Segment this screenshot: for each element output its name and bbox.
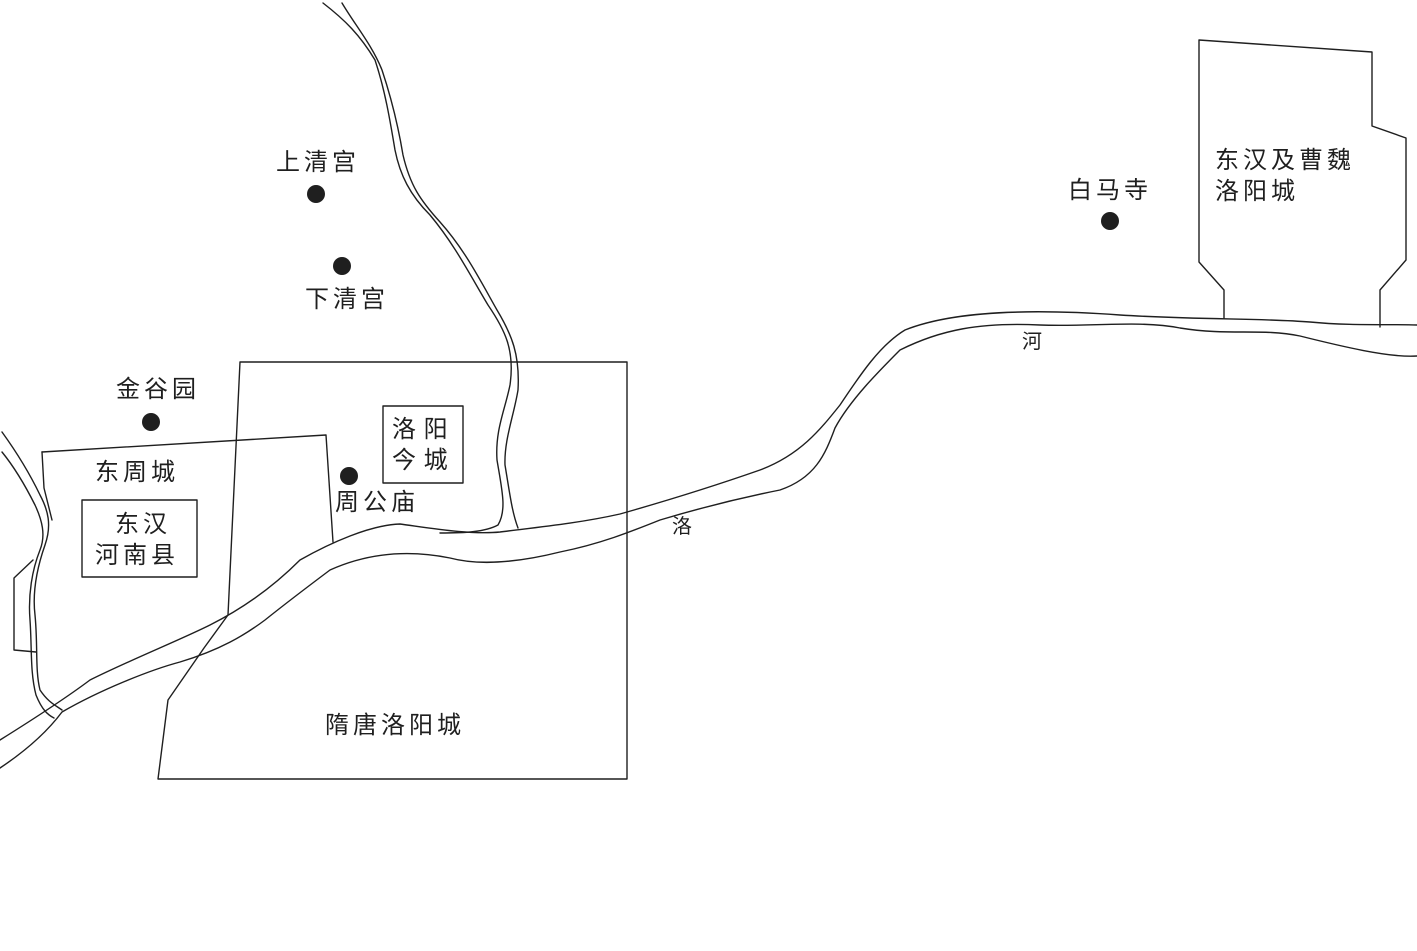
label-shangqinggong: 上清宫 [276,148,360,176]
label-zhougongmiao: 周公庙 [335,488,419,516]
site-dot-shangqinggong [307,185,325,203]
site-dot-baimasi [1101,212,1119,230]
label-donghan-henanxian-line1: 东汉 [115,510,171,538]
luoyang-jincheng-box [382,405,464,484]
label-donghan-caowei-line1: 东汉及曹魏 [1215,146,1355,174]
label-donghan-henanxian-line2: 河南县 [95,540,179,569]
label-baimasi: 白马寺 [1068,176,1152,204]
label-river-luo: 洛 [672,514,692,538]
donghan-caowei-city-boundary [1198,39,1407,328]
west-tributary-bank-a [1,431,63,711]
donghan-henan-box [81,499,198,578]
suitang-city-boundary [157,361,628,780]
luo-river-south-bank [0,323,1417,769]
label-donghan-henanxian: 东汉 河南县 [95,509,205,570]
label-jinguyuan: 金谷园 [116,375,200,403]
north-tributary-east-bank [341,2,520,529]
label-xiaqinggong: 下清宫 [305,285,389,313]
label-suitang-luoyangcheng: 隋唐洛阳城 [325,711,465,739]
label-donghan-caowei-luoyangcheng: 东汉及曹魏 洛阳城 [1215,145,1395,206]
site-dot-jinguyuan [142,413,160,431]
dongzhou-city-west-stub [13,559,37,653]
label-dongzhoucheng: 东周城 [95,458,179,486]
label-luoyang-jincheng-line2: 今 城 [392,445,448,474]
west-tributary-bank-b [1,451,55,719]
site-dot-zhougongmiao [340,467,358,485]
label-donghan-caowei-line2: 洛阳城 [1215,176,1299,205]
luo-river-north-bank [0,311,1417,741]
dongzhou-city-west-wall [41,451,53,521]
site-dot-xiaqinggong [333,257,351,275]
label-river-he: 河 [1022,329,1042,353]
north-tributary-west-bank [322,2,512,534]
label-luoyang-jincheng-line1: 洛 阳 [392,415,448,443]
label-luoyang-jincheng: 洛 阳 今 城 [392,414,472,475]
dongzhou-city-boundary [41,434,334,543]
